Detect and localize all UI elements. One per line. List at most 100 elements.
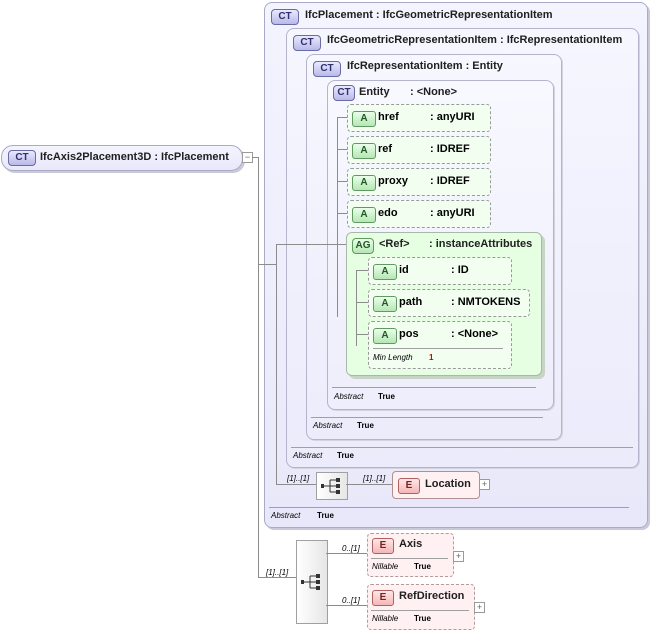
connector-line [258, 264, 276, 265]
element-name: RefDirection [399, 590, 465, 602]
connector-line [258, 157, 259, 577]
abstract-label: Abstract [313, 421, 343, 430]
attribute-type: : anyURI [430, 207, 475, 219]
attribute-group-type: : instanceAttributes [429, 238, 533, 250]
attribute-badge: A [352, 207, 376, 223]
attribute-proxy[interactable]: A proxy : IDREF [347, 168, 491, 196]
attribute-name: href [378, 111, 399, 123]
nillable-label: Nillable [372, 562, 399, 571]
connector-line [337, 213, 347, 214]
ag-badge: AG [352, 238, 374, 254]
element-name: Axis [399, 538, 423, 550]
attribute-name: id [399, 264, 409, 276]
ct-badge: CT [293, 35, 321, 51]
facet-label: Min Length [373, 353, 413, 362]
separator [269, 507, 629, 508]
ct-badge: CT [313, 61, 341, 77]
attribute-badge: A [373, 328, 397, 344]
separator [291, 447, 633, 448]
abstract-value: True [317, 511, 334, 520]
attribute-type: : <None> [451, 328, 499, 340]
element-refdirection[interactable]: E RefDirection Nillable True [367, 584, 475, 630]
attribute-name: ref [378, 143, 393, 155]
connector-line [356, 302, 368, 303]
abstract-value: True [357, 421, 374, 430]
ct-badge: CT [8, 150, 36, 166]
element-axis[interactable]: E Axis Nillable True [367, 533, 454, 577]
abstract-label: Abstract [271, 511, 301, 520]
connector-line [337, 181, 347, 182]
attribute-badge: A [373, 264, 397, 280]
connector-line [337, 244, 347, 245]
attribute-href[interactable]: A href : anyURI [347, 104, 491, 132]
connector-line [276, 244, 337, 245]
connector-line [346, 484, 392, 485]
connector-line [356, 270, 357, 346]
expand-icon[interactable]: + [479, 479, 490, 490]
attribute-name: pos [399, 328, 419, 340]
connector-line [337, 149, 347, 150]
attribute-pos[interactable]: A pos : <None> Min Length 1 [368, 321, 512, 369]
attribute-type: : IDREF [430, 175, 470, 187]
separator [371, 558, 448, 559]
abstract-value: True [378, 392, 395, 401]
attribute-type: : anyURI [430, 111, 475, 123]
element-badge: E [372, 590, 394, 606]
cardinality: 0..[1] [342, 596, 360, 605]
connector-line [356, 270, 368, 271]
attribute-badge: A [352, 143, 376, 159]
attribute-edo[interactable]: A edo : anyURI [347, 200, 491, 228]
cardinality: [1]..[1] [266, 568, 289, 577]
element-badge: E [372, 538, 394, 554]
ifcplacement-title: IfcPlacement : IfcGeometricRepresentatio… [305, 9, 553, 21]
repitem-title: IfcRepresentationItem : Entity [347, 60, 503, 72]
geomrepitem-title: IfcGeometricRepresentationItem : IfcRepr… [327, 34, 623, 46]
connector-line [337, 117, 338, 317]
entity-type: : <None> [410, 86, 458, 98]
sequence-icon [301, 574, 320, 590]
separator [332, 387, 536, 388]
expand-icon[interactable]: + [453, 551, 464, 562]
root-type-box[interactable]: CT IfcAxis2Placement3D : IfcPlacement [1, 145, 243, 171]
attribute-type: : NMTOKENS [451, 296, 521, 308]
abstract-value: True [337, 451, 354, 460]
element-badge: E [398, 478, 420, 494]
element-name: Location [425, 478, 471, 490]
attribute-id[interactable]: A id : ID [368, 257, 512, 285]
cardinality: 0..[1] [342, 544, 360, 553]
facet-value: 1 [429, 353, 434, 362]
nillable-value: True [414, 614, 431, 623]
entity-name: Entity [359, 86, 390, 98]
attribute-name: path [399, 296, 423, 308]
connector-line [252, 157, 258, 158]
separator [311, 417, 543, 418]
abstract-label: Abstract [293, 451, 323, 460]
attribute-group-name: <Ref> [379, 238, 410, 250]
cardinality: [1]..[1] [287, 474, 310, 483]
attribute-badge: A [373, 296, 397, 312]
connector-line [326, 605, 367, 606]
connector-line [326, 553, 367, 554]
expand-icon[interactable]: + [474, 602, 485, 613]
sequence-compositor[interactable] [296, 540, 328, 624]
attribute-type: : ID [451, 264, 469, 276]
connector-line [276, 244, 277, 484]
attribute-path[interactable]: A path : NMTOKENS [368, 289, 530, 317]
sequence-icon [321, 478, 340, 494]
attribute-badge: A [352, 111, 376, 127]
separator [371, 610, 469, 611]
ct-badge: CT [271, 9, 299, 25]
attribute-ref[interactable]: A ref : IDREF [347, 136, 491, 164]
sequence-compositor[interactable] [316, 472, 348, 500]
attribute-badge: A [352, 175, 376, 191]
attribute-name: edo [378, 207, 398, 219]
attribute-type: : IDREF [430, 143, 470, 155]
nillable-label: Nillable [372, 614, 399, 623]
connector-line [276, 484, 316, 485]
ct-badge: CT [333, 85, 355, 101]
connector-line [356, 334, 368, 335]
nillable-value: True [414, 562, 431, 571]
element-location[interactable]: E Location [392, 471, 480, 499]
cardinality: [1]..[1] [363, 474, 386, 483]
connector-line [258, 577, 296, 578]
